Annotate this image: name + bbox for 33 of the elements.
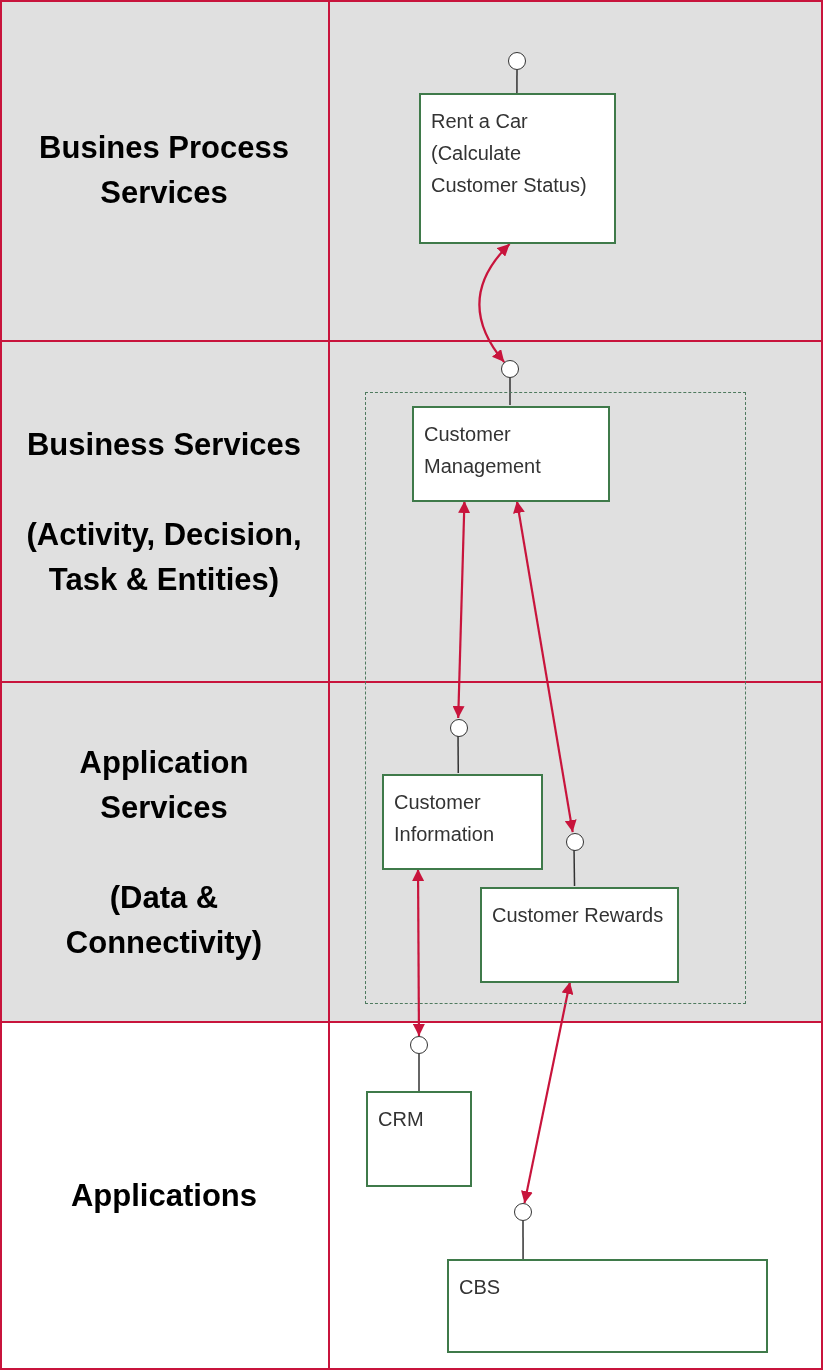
double-arrow bbox=[452, 500, 471, 719]
service-box bbox=[366, 1091, 472, 1187]
row-heading: Application Services bbox=[78, 743, 250, 827]
row-heading: Business Services bbox=[26, 425, 302, 464]
service-label: Customer Management bbox=[424, 422, 542, 479]
row-header-cell bbox=[0, 0, 330, 342]
connector-line bbox=[457, 735, 460, 774]
service-box bbox=[447, 1259, 768, 1353]
connector-line bbox=[516, 69, 518, 94]
row-header-cell bbox=[0, 683, 330, 1023]
service-box bbox=[419, 93, 616, 244]
service-label: CBS bbox=[459, 1275, 502, 1300]
service-label: CRM bbox=[378, 1107, 425, 1132]
connector-line bbox=[418, 1053, 420, 1092]
service-box bbox=[412, 406, 610, 502]
connector-line bbox=[509, 377, 511, 406]
group-boundary bbox=[365, 392, 746, 1004]
service-box bbox=[382, 774, 543, 870]
row-heading: Busines Process Services bbox=[38, 129, 290, 212]
row-heading: (Activity, Decision, Task & Entities) bbox=[25, 515, 303, 599]
double-arrow bbox=[478, 243, 511, 363]
double-arrow bbox=[412, 869, 425, 1036]
row-heading: Applications bbox=[70, 1177, 258, 1215]
service-label: Rent a Car (Calculate Customer Status) bbox=[431, 109, 588, 198]
double-arrow bbox=[521, 981, 574, 1204]
connector-line bbox=[573, 849, 576, 887]
connector-line bbox=[522, 1220, 524, 1260]
service-label: Customer Rewards bbox=[492, 903, 665, 928]
service-label: Customer Information bbox=[394, 790, 496, 847]
row-header-cell bbox=[0, 342, 330, 683]
row-heading: (Data & Connectivity) bbox=[64, 878, 264, 962]
double-arrow bbox=[513, 500, 577, 833]
service-box bbox=[480, 887, 679, 983]
